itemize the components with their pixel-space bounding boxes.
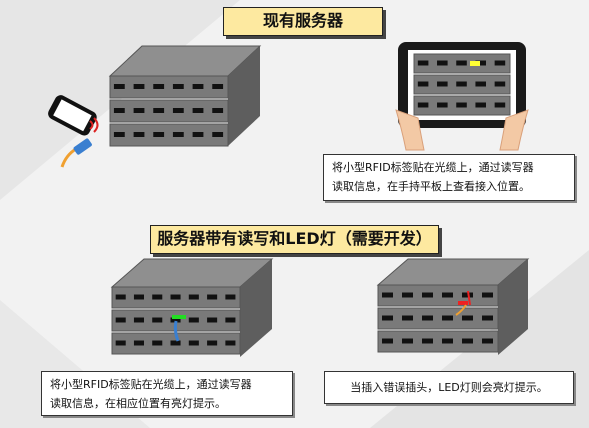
server-stack-3 <box>376 258 530 355</box>
port <box>494 81 506 87</box>
port <box>153 132 165 137</box>
port <box>494 102 506 108</box>
tablet-led <box>470 61 480 66</box>
caption-line: 将小型RFID标签贴在光缆上，通过读写器 <box>332 161 534 174</box>
section2-left-caption: 将小型RFID标签贴在光缆上，通过读写器 读取信息，在相应位置有亮灯提示。 <box>41 371 293 416</box>
port <box>442 315 453 321</box>
port <box>152 340 163 346</box>
port <box>422 292 433 298</box>
port <box>207 340 218 346</box>
server-unit <box>109 123 229 147</box>
port <box>188 317 199 323</box>
caption-line: 读取信息，在手持平板上查看接入位置。 <box>332 180 530 193</box>
port <box>212 132 224 137</box>
port <box>417 60 429 66</box>
port <box>456 60 467 66</box>
server-stack-2 <box>110 258 274 357</box>
port <box>402 338 413 344</box>
port <box>113 84 125 89</box>
port <box>225 340 236 346</box>
section1-title: 现有服务器 <box>223 7 383 36</box>
section1-caption: 将小型RFID标签贴在光缆上，通过读写器 读取信息，在手持平板上查看接入位置。 <box>323 154 575 201</box>
port <box>437 60 448 66</box>
server-stack-1 <box>108 45 262 147</box>
port <box>172 108 184 113</box>
port <box>113 132 125 137</box>
port <box>462 338 473 344</box>
port <box>207 294 218 300</box>
port <box>115 317 126 323</box>
server-unit <box>377 330 499 353</box>
port <box>172 132 184 137</box>
port <box>192 84 204 89</box>
port <box>170 317 181 323</box>
port <box>225 317 236 323</box>
port <box>402 292 413 298</box>
port <box>153 84 165 89</box>
port <box>192 132 204 137</box>
port <box>153 108 165 113</box>
port <box>115 340 126 346</box>
port <box>133 317 144 323</box>
port <box>170 294 181 300</box>
port <box>225 294 236 300</box>
green-led <box>172 315 186 319</box>
port <box>382 338 393 344</box>
port <box>133 108 145 113</box>
port <box>133 340 144 346</box>
port <box>172 84 184 89</box>
port <box>482 292 493 298</box>
port <box>475 81 486 87</box>
port <box>133 84 145 89</box>
port <box>417 81 429 87</box>
port <box>475 102 486 108</box>
caption-line: 读取信息，在相应位置有亮灯提示。 <box>50 397 226 410</box>
red-led <box>458 301 468 305</box>
port <box>456 81 467 87</box>
port <box>462 292 473 298</box>
port <box>437 102 448 108</box>
port <box>115 294 126 300</box>
server-unit <box>109 99 229 123</box>
port <box>192 108 204 113</box>
port <box>422 315 433 321</box>
port <box>152 317 163 323</box>
server-unit <box>377 307 499 330</box>
caption-line: 将小型RFID标签贴在光缆上，通过读写器 <box>50 378 252 391</box>
port <box>462 315 473 321</box>
section2-right-caption: 当插入错误插头，LED灯则会亮灯提示。 <box>324 371 574 404</box>
port <box>212 108 224 113</box>
port <box>494 60 506 66</box>
port <box>417 102 429 108</box>
port <box>456 102 467 108</box>
port <box>475 60 486 66</box>
port <box>437 81 448 87</box>
port <box>188 294 199 300</box>
port <box>402 315 413 321</box>
caption-line: 当插入错误插头，LED灯则会亮灯提示。 <box>350 381 548 394</box>
port <box>382 315 393 321</box>
smartphone-icon <box>48 95 99 168</box>
server-unit <box>109 75 229 99</box>
port <box>212 84 224 89</box>
port <box>170 340 181 346</box>
port <box>188 340 199 346</box>
port <box>133 132 145 137</box>
port <box>422 338 433 344</box>
port <box>482 315 493 321</box>
port <box>442 338 453 344</box>
port <box>113 108 125 113</box>
port <box>207 317 218 323</box>
tablet-icon <box>395 42 529 151</box>
port <box>152 294 163 300</box>
port <box>133 294 144 300</box>
section2-title: 服务器带有读写和LED灯（需要开发） <box>150 225 439 254</box>
server-unit <box>377 284 499 307</box>
port <box>442 292 453 298</box>
port <box>482 338 493 344</box>
port <box>382 292 393 298</box>
